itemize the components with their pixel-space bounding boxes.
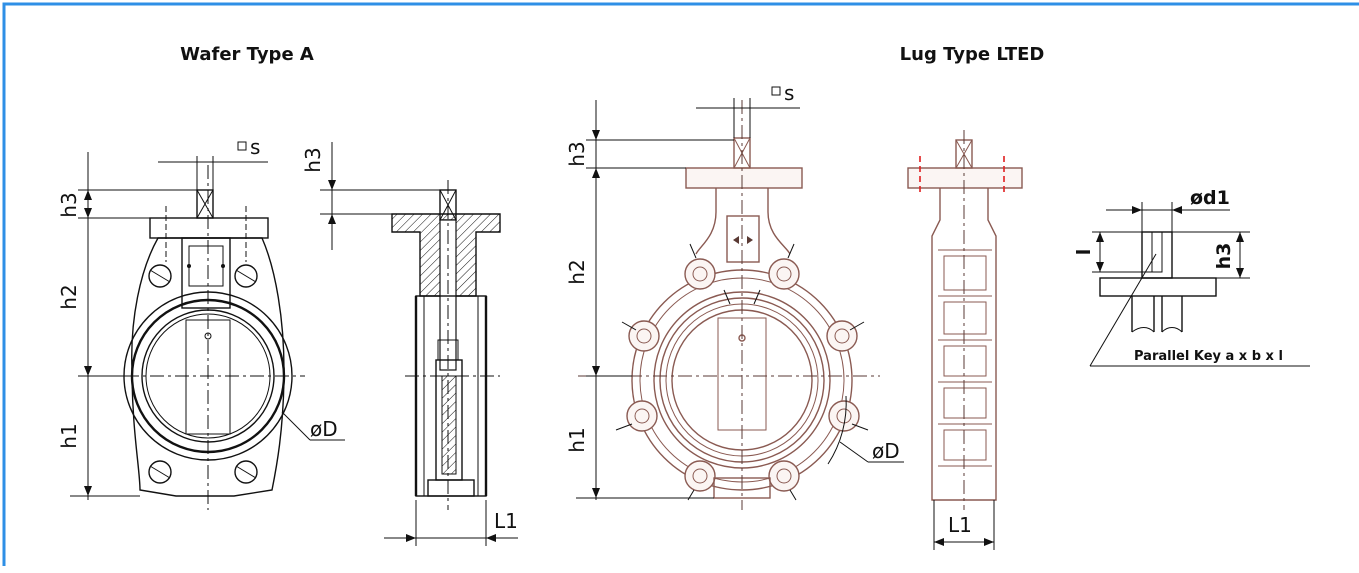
label-parallel-key: Parallel Key a x b x l xyxy=(1134,349,1283,364)
label-d1: ød1 xyxy=(1190,187,1230,209)
label-h1-lug: h1 xyxy=(565,427,589,452)
label-D-wafer: øD xyxy=(310,417,338,441)
label-l: l xyxy=(1073,249,1095,256)
wafer-front-dimensions: s h3 h2 h1 øD xyxy=(57,135,345,500)
lug-side-dimensions: L1 xyxy=(933,500,995,550)
key-detail-view: ød1 l h3 Parallel Key a x b x l xyxy=(1073,187,1310,367)
label-h3-wafer-front: h3 xyxy=(57,192,81,217)
label-L1-wafer: L1 xyxy=(494,509,518,533)
lug-front-view xyxy=(578,100,880,510)
lug-side-view xyxy=(907,130,1023,510)
title-wafer: Wafer Type A xyxy=(180,44,314,65)
wafer-front-view xyxy=(100,165,305,510)
label-h3-lug-front: h3 xyxy=(565,141,589,166)
label-s-wafer: s xyxy=(250,135,260,159)
label-h3-wafer-side: h3 xyxy=(301,147,325,172)
title-lug: Lug Type LTED xyxy=(900,44,1045,65)
label-h2-lug: h2 xyxy=(565,259,589,284)
label-h1-wafer: h1 xyxy=(57,423,81,448)
lug-front-dimensions: s h3 h2 h1 øD xyxy=(565,81,904,500)
label-s-lug: s xyxy=(784,81,794,105)
label-h2-wafer: h2 xyxy=(57,284,81,309)
wafer-side-view xyxy=(391,180,501,510)
wafer-side-dimensions: h3 L1 xyxy=(301,142,518,546)
label-D-lug: øD xyxy=(872,439,900,463)
label-h3-key: h3 xyxy=(1213,243,1235,270)
label-L1-lug: L1 xyxy=(948,513,972,537)
